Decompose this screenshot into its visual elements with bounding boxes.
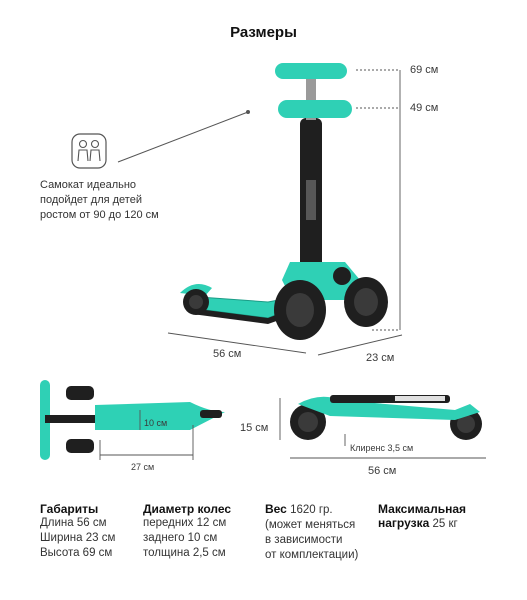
height-min-label: 49 см <box>410 102 439 114</box>
rear-length-label: 27 см <box>131 462 155 472</box>
width-label: 23 см <box>366 352 395 364</box>
spec-line: передних 12 см <box>143 517 227 529</box>
note-line: Самокат идеально <box>40 179 137 191</box>
spec-title: Вес <box>265 502 287 516</box>
kids-pair-icon <box>71 133 107 169</box>
spec-value: 25 кг <box>432 518 458 530</box>
note-line: ростом от 90 до 120 см <box>40 209 159 221</box>
spec-line: Высота 69 см <box>40 547 113 559</box>
spec-title: Диаметр колес <box>143 502 232 516</box>
spec-line: (может меняться <box>265 519 356 531</box>
spec-line: толщина 2,5 см <box>143 547 226 559</box>
spec-title: нагрузка <box>378 516 430 530</box>
page-title: Размеры <box>230 24 297 41</box>
folded-height-label: 15 см <box>240 422 269 434</box>
spec-title: Максимальная <box>378 502 467 516</box>
note-line: подойдет для детей <box>40 194 142 206</box>
height-max-label: 69 см <box>410 64 439 76</box>
spec-wheels: Диаметр колес передних 12 см заднего 10 … <box>143 502 231 561</box>
spec-line: в зависимости <box>265 534 343 546</box>
scooter-side-view-image <box>290 395 482 440</box>
scooter-main-image <box>117 63 388 340</box>
spec-weight: Вес 1620 гр. (может меняться в зависимос… <box>265 502 358 563</box>
spec-line: Ширина 23 см <box>40 532 116 544</box>
spec-title: Габариты <box>40 502 99 516</box>
spec-load: Максимальная нагрузка 25 кг <box>378 502 466 532</box>
spec-line: Длина 56 см <box>40 517 107 529</box>
scooter-top-view-image <box>40 380 225 460</box>
spec-line: от комплектации) <box>265 549 359 561</box>
clearance-label: Клиренс 3,5 см <box>350 443 414 453</box>
length-label: 56 см <box>213 348 242 360</box>
spec-dimensions: Габариты Длина 56 см Ширина 23 см Высота… <box>40 502 115 561</box>
spec-value: 1620 гр. <box>290 504 333 516</box>
deck-width-label: 10 см <box>144 418 168 428</box>
spec-line: заднего 10 см <box>143 532 218 544</box>
height-recommendation-note: Самокат идеально подойдет для детей рост… <box>40 178 210 223</box>
folded-length-label: 56 см <box>368 465 397 477</box>
